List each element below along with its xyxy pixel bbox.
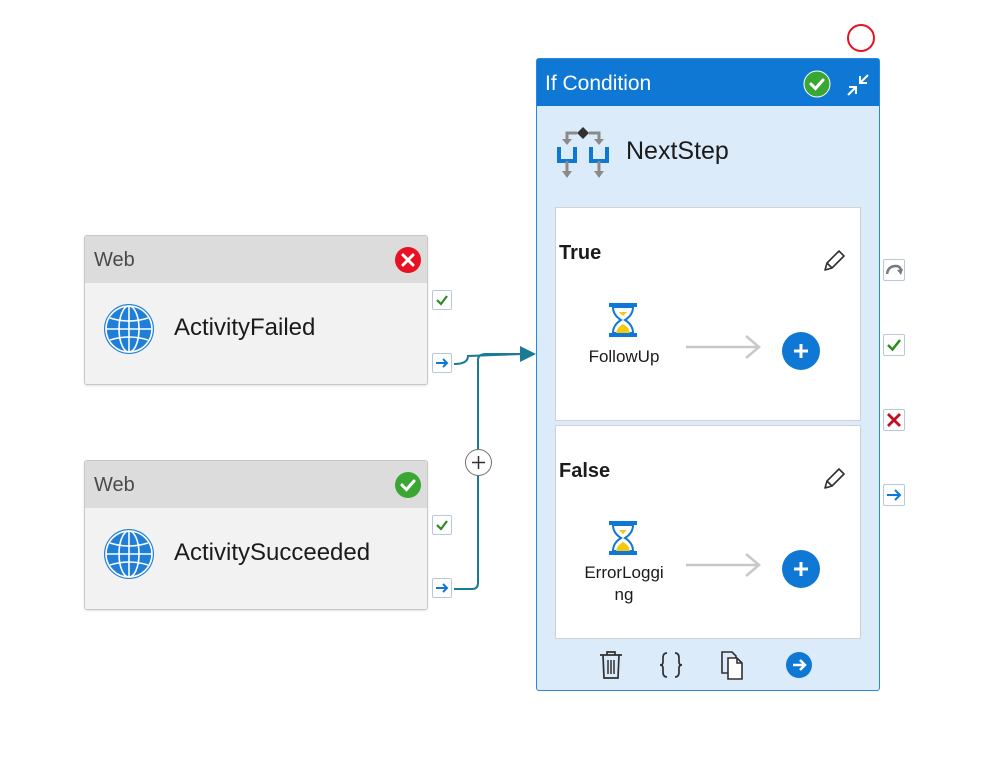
check-icon (887, 339, 901, 352)
flow-arrow-icon (686, 553, 761, 577)
activity-header: Web (85, 236, 427, 283)
go-arrow-icon[interactable] (785, 649, 813, 681)
arrow-right-icon (887, 489, 902, 501)
success-output-port[interactable] (432, 515, 452, 535)
activity-name-line-2: ng (614, 585, 634, 604)
delete-icon[interactable] (597, 649, 625, 681)
activity-header: Web (85, 461, 427, 508)
pencil-icon[interactable] (821, 466, 847, 492)
check-icon (436, 520, 448, 531)
copy-icon[interactable] (718, 649, 746, 681)
if-condition-container[interactable]: If Condition NextStep True (536, 58, 880, 691)
error-icon (395, 247, 421, 273)
if-condition-name: NextStep (626, 137, 729, 165)
success-output-port[interactable] (432, 290, 452, 310)
activity-type-label: Web (94, 474, 135, 496)
completion-output-port[interactable] (432, 578, 452, 598)
completion-output-port[interactable] (432, 353, 452, 373)
true-branch[interactable]: True FollowUp (555, 207, 861, 421)
false-branch[interactable]: False ErrorLoggi ng (555, 425, 861, 639)
activity-name: ActivityFailed (174, 314, 316, 341)
check-icon (436, 295, 448, 306)
success-icon (803, 70, 831, 98)
flow-arrow-icon (686, 335, 761, 359)
failure-output-port[interactable] (883, 409, 905, 431)
add-connection-button[interactable] (465, 449, 492, 476)
hourglass-icon (609, 521, 637, 555)
skip-output-port[interactable] (883, 259, 905, 281)
redo-arrow-icon (885, 264, 903, 275)
completion-output-port[interactable] (883, 484, 905, 506)
arrow-right-icon (436, 583, 449, 593)
add-activity-button[interactable] (782, 332, 820, 370)
collapse-icon[interactable] (842, 69, 874, 101)
globe-icon (104, 529, 154, 579)
success-output-port[interactable] (883, 334, 905, 356)
code-braces-icon[interactable] (657, 649, 685, 681)
pencil-icon[interactable] (821, 248, 847, 274)
arrow-right-icon (436, 358, 449, 368)
activity-name: ActivitySucceeded (174, 539, 371, 566)
activity-type-label: Web (94, 249, 135, 271)
hourglass-icon (609, 303, 637, 337)
if-condition-header: If Condition (537, 59, 879, 106)
highlight-circle (847, 24, 875, 52)
if-condition-icon (557, 127, 609, 178)
activity-name-line-1: ErrorLoggi (584, 563, 664, 582)
close-icon (887, 413, 901, 427)
branch-label: False (559, 460, 611, 482)
activity-card-failed[interactable]: Web ActivityFailed (84, 235, 428, 385)
branch-label: True (559, 242, 602, 264)
globe-icon (104, 304, 154, 354)
plus-icon (472, 456, 485, 469)
success-icon (395, 472, 421, 498)
if-condition-title: If Condition (545, 72, 652, 95)
add-activity-button[interactable] (782, 550, 820, 588)
activity-card-succeeded[interactable]: Web ActivitySucceeded (84, 460, 428, 610)
activity-name: FollowUp (588, 347, 660, 366)
